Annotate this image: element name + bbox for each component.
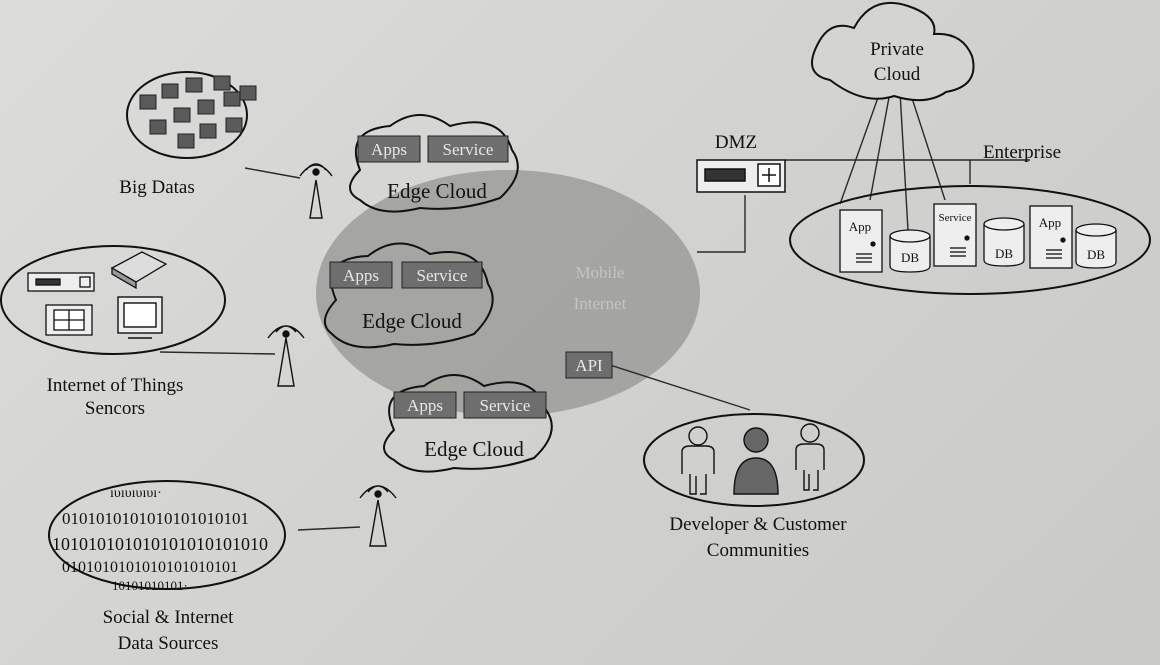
antenna-tower-icon — [267, 325, 305, 387]
enterprise-cluster — [789, 185, 1151, 295]
big-datas-cluster — [126, 71, 248, 159]
private-cloud — [811, 1, 975, 102]
antenna-tower-icon — [359, 485, 397, 547]
service-tag: Service — [443, 140, 494, 159]
binary-row: 10101010101· — [112, 578, 188, 593]
social-label-2: Data Sources — [118, 633, 219, 654]
edge-cloud-label: Edge Cloud — [424, 437, 524, 461]
edge-cloud-1: Apps Service Edge Cloud — [349, 114, 519, 213]
antenna-tower-icon — [299, 163, 333, 219]
big-datas-label: Big Datas — [119, 177, 194, 198]
service-tag: Service — [417, 266, 468, 285]
server-app-2 — [1029, 205, 1073, 269]
server-label: App — [1039, 215, 1061, 230]
binary-stream-icon: ıυıυıυıυı· 0101010101010101010101 101010… — [52, 486, 268, 593]
db-label: DB — [901, 250, 919, 265]
control-panel-icon — [45, 304, 93, 336]
connection-lines — [159, 91, 1030, 531]
social-label-1: Social & Internet — [103, 607, 235, 628]
database-icon — [1075, 223, 1117, 269]
firewall-device-icon — [696, 159, 786, 193]
mobile-internet-label-2: Internet — [574, 294, 627, 313]
social-data-cluster — [48, 480, 286, 590]
person-icon — [795, 423, 825, 491]
mobile-internet-area — [316, 170, 700, 416]
iot-label-1: Internet of Things — [47, 375, 184, 396]
monitor-icon — [117, 296, 163, 339]
iot-label-2: Sencors — [85, 398, 145, 419]
apps-tag: Apps — [371, 140, 407, 159]
binary-row: 0101010101010101010101 — [62, 559, 238, 576]
api-box — [565, 351, 613, 379]
database-icon — [889, 229, 931, 273]
apps-tag: Apps — [343, 266, 379, 285]
server-label: Service — [939, 212, 972, 224]
edge-cloud-3: Apps Service Edge Cloud — [383, 374, 553, 473]
binary-row: ıυıυıυıυı· — [110, 486, 162, 501]
enterprise-label: Enterprise — [983, 142, 1061, 163]
service-tag: Service — [480, 396, 531, 415]
binary-row: 0101010101010101010101 — [62, 509, 249, 528]
server-app-1 — [839, 209, 883, 273]
person-icon — [733, 427, 779, 495]
edge-cloud-label: Edge Cloud — [387, 179, 487, 203]
developer-community-cluster — [643, 413, 865, 507]
edge-cloud-label: Edge Cloud — [362, 309, 462, 333]
iot-cluster — [0, 245, 226, 355]
data-cubes-icon — [139, 75, 257, 149]
mobile-internet-label-1: Mobile — [575, 263, 624, 282]
api-label: API — [575, 356, 603, 375]
dmz-label: DMZ — [715, 132, 757, 153]
router-box-icon — [110, 251, 168, 290]
server-label: App — [849, 219, 871, 234]
edge-cloud-2: Apps Service Edge Cloud — [324, 242, 494, 349]
database-icon — [983, 217, 1025, 267]
db-label: DB — [1087, 247, 1105, 262]
network-switch-icon — [27, 272, 95, 292]
developer-label-2: Communities — [707, 540, 809, 561]
developer-label-1: Developer & Customer — [669, 514, 847, 535]
apps-tag: Apps — [407, 396, 443, 415]
person-icon — [681, 426, 715, 495]
binary-row: 101010101010101010101010 — [52, 534, 268, 554]
private-cloud-label-2: Cloud — [874, 64, 921, 85]
server-service — [933, 203, 977, 267]
private-cloud-label-1: Private — [870, 39, 924, 60]
db-label: DB — [995, 246, 1013, 261]
